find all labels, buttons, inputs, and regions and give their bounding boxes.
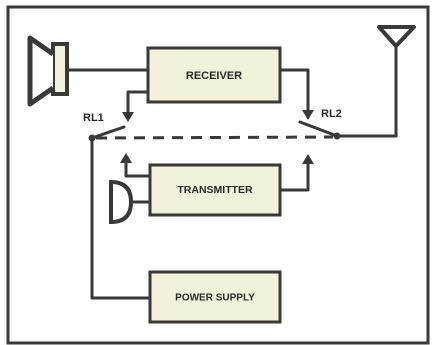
outer-frame bbox=[6, 5, 430, 345]
microphone-icon bbox=[109, 179, 152, 225]
antenna-icon bbox=[335, 25, 416, 138]
transmitter-rl1-arrow bbox=[120, 153, 132, 163]
transmitter-rl1-wire bbox=[124, 158, 152, 178]
power-supply-label: POWER SUPPLY bbox=[175, 293, 255, 304]
transmitter-rl2-wire bbox=[278, 159, 310, 192]
receiver-label: RECEIVER bbox=[186, 70, 242, 82]
power-supply-block: POWER SUPPLY bbox=[148, 270, 282, 324]
transmitter-block: TRANSMITTER bbox=[148, 163, 282, 217]
relay-linkage-dashed bbox=[95, 135, 334, 140]
transmitter-rl2-arrow bbox=[302, 154, 314, 164]
receiver-rl2-arrow bbox=[302, 110, 314, 120]
rl2-label: RL2 bbox=[321, 108, 342, 120]
receiver-rl2-wire bbox=[278, 68, 310, 114]
rl1-power-wire bbox=[90, 136, 152, 300]
receiver-rl1-wire bbox=[126, 90, 150, 116]
transmitter-label: TRANSMITTER bbox=[177, 184, 253, 196]
receiver-rl1-arrow bbox=[122, 112, 134, 122]
loudspeaker-icon bbox=[27, 35, 69, 107]
rl1-label: RL1 bbox=[83, 112, 104, 124]
receiver-block: RECEIVER bbox=[146, 46, 282, 104]
